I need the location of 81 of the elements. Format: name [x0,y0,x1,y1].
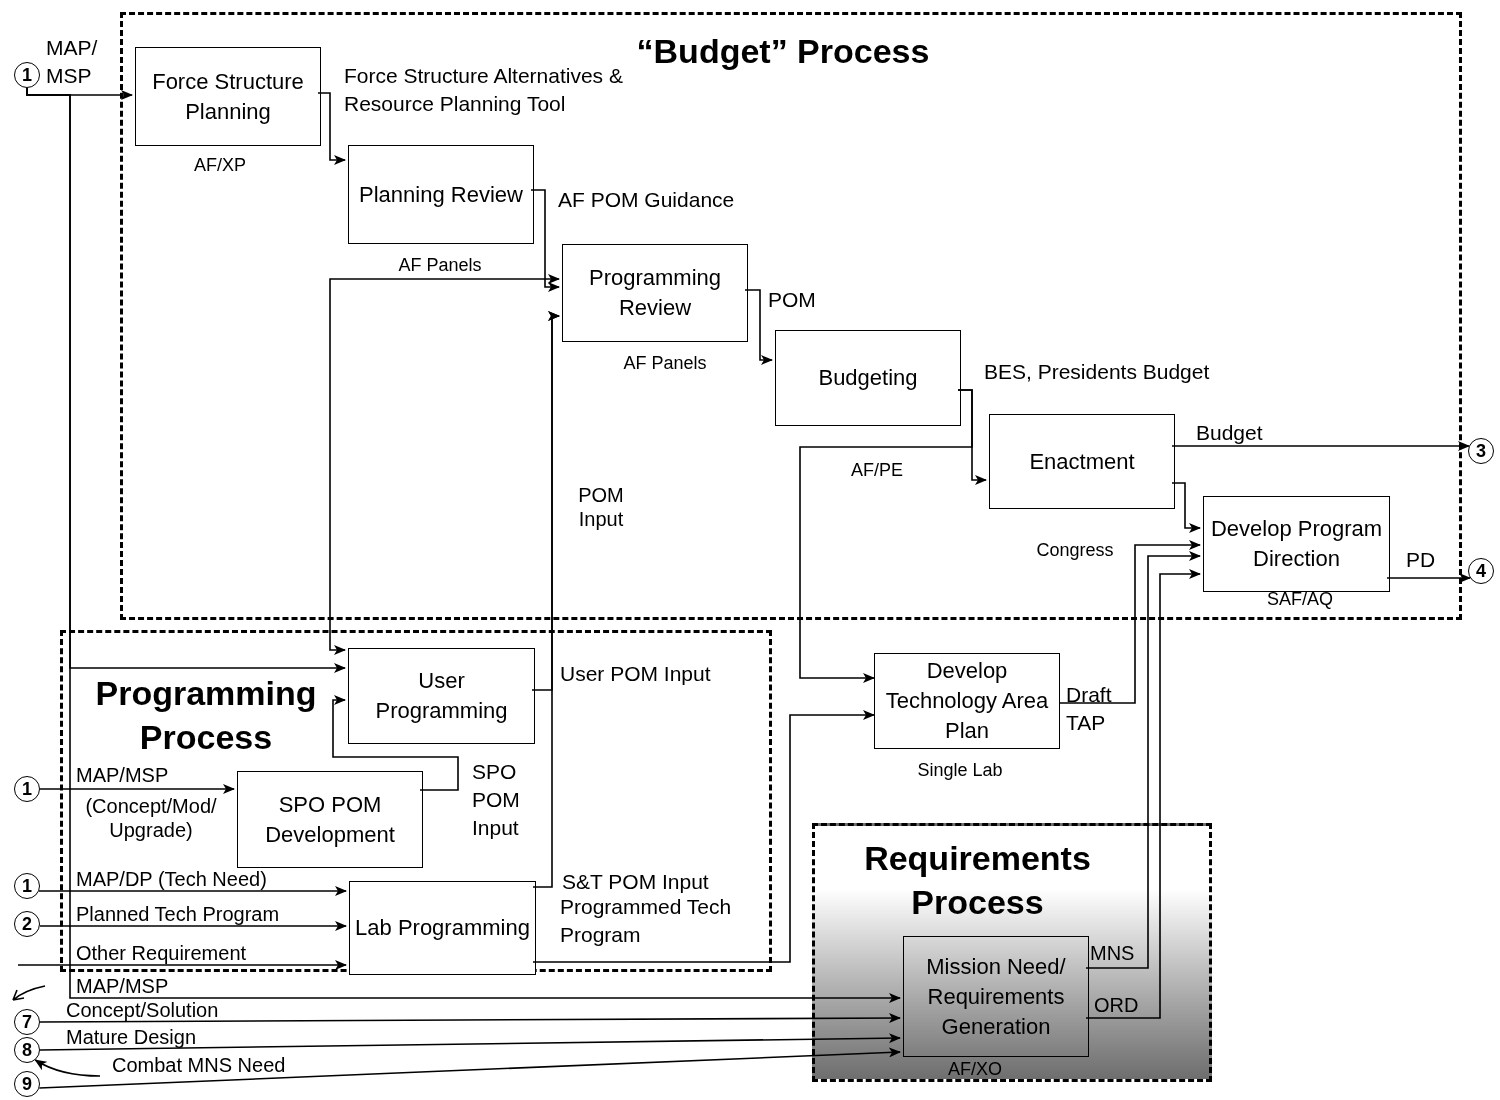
arrow [39,921,347,931]
edge-label: SPO POM Input [472,759,521,841]
flow-label: POM Input [577,483,625,531]
arrow [332,695,459,791]
arrow [530,189,560,292]
edge-label: MAP/MSP [76,764,170,786]
process-box [562,244,748,342]
process-box [348,145,534,244]
process-box [135,47,321,146]
owner-label: AF/PE [850,459,904,481]
owner-label: SAF/AQ [1266,588,1334,610]
edge-label: MAP/MSP [76,975,170,997]
edge-label: MNS [1090,942,1136,964]
box-label: Force Structure Planning [151,67,305,126]
process-box [989,414,1175,509]
process-box [237,771,423,868]
owner-label: AF Panels [622,352,708,374]
process-box [348,648,535,744]
owner-label: Single Lab [916,759,1004,781]
group-title: Programming Process [94,673,318,758]
arrow [1059,540,1201,704]
owner-label: AF/XP [193,154,247,176]
process-box [349,881,536,975]
arrow [329,274,560,655]
edge-label: User POM Input [560,661,712,687]
arrow [799,389,973,683]
arrow [39,784,235,794]
flow-label: (Concept/Mod/ Upgrade) [84,794,218,842]
box-label: Budgeting [818,364,918,392]
edge-label: PD [1406,547,1437,573]
dashed-group-frame [812,823,1212,1082]
process-box [775,330,961,426]
group-title: “Budget” Process [635,31,931,72]
edge-label: S&T POM Input [562,869,710,895]
box-label: Planning Review [359,180,523,209]
box-label: User Programming [374,667,509,725]
process-box [903,936,1089,1057]
group-title: Requirements Process [863,838,1092,923]
process-box [874,653,1060,749]
edge-label: MAP/DP (Tech Need) [76,868,268,890]
arrow [26,87,901,1003]
box-label: Mission Need/ Requirements Generation [925,952,1067,1041]
arrow [1171,441,1470,451]
arrow [317,92,346,165]
box-label: Lab Programming [355,914,530,942]
arrow [1171,482,1201,533]
process-box [1203,496,1390,592]
box-label: SPO POM Development [264,790,396,849]
edge-label: Programmed Tech Program [560,894,733,948]
owner-label: AF Panels [397,254,483,276]
arrow [1386,573,1472,583]
box-label: Enactment [1029,447,1135,476]
owner-label: AF/XO [947,1058,1003,1080]
edge-label: Budget [1196,420,1264,446]
dashed-group-frame [60,630,772,972]
box-label: Programming Review [587,264,722,322]
edge-label: ORD [1094,994,1140,1016]
arrow [532,311,560,888]
arrow [39,1033,901,1051]
arrow [532,710,875,963]
arrow [34,1059,101,1077]
arrow [744,289,773,365]
edge-label: Concept/Solution [66,999,220,1021]
arrow [38,1047,901,1089]
arrow [17,960,347,970]
edge-label: Other Requirement [76,942,248,964]
edge-label: MAP/ MSP [46,35,99,89]
arrow [39,1013,901,1024]
edge-label: AF POM Guidance [558,187,736,213]
edge-label: Combat MNS Need [112,1054,287,1076]
owner-label: Congress [1035,539,1115,561]
edge-label: Draft TAP [1066,682,1113,736]
arrow [38,886,347,896]
edge-label: BES, Presidents Budget [984,359,1211,385]
box-label: Develop Technology Area Plan [884,657,1050,745]
edge-label: Planned Tech Program [76,903,281,925]
dashed-group-frame [120,12,1462,620]
edge-label: Mature Design [66,1026,198,1048]
edge-label: POM [768,287,817,313]
box-label: Develop Program Direction [1209,515,1384,573]
edge-label: Force Structure Alternatives & Resource Planning Tool [344,63,624,117]
